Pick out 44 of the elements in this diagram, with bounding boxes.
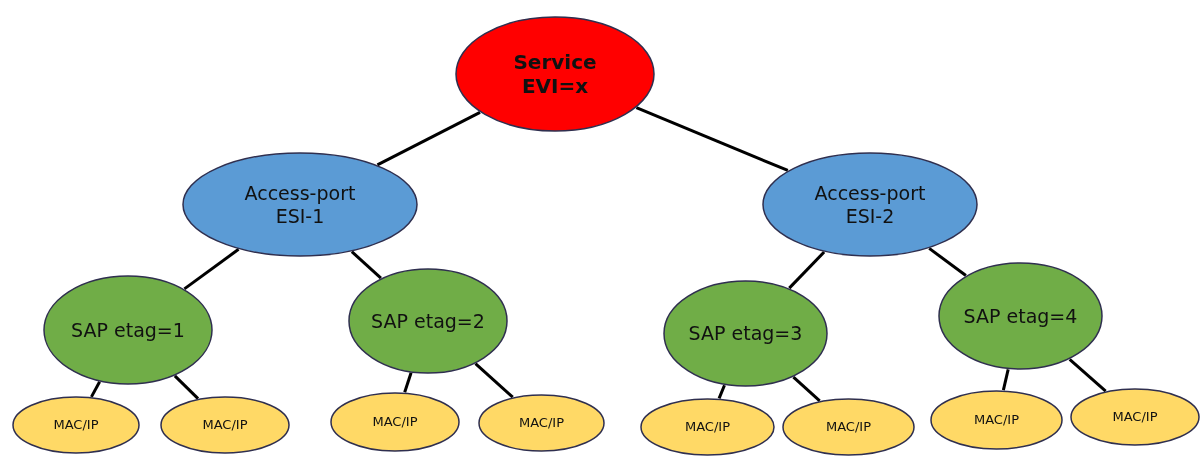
ellipse-node <box>762 152 978 257</box>
ellipse-node <box>12 396 140 454</box>
node-label: MAC/IP <box>826 419 871 435</box>
node-label: MAC/IP <box>372 414 418 430</box>
node-label: MAC/IP <box>519 415 564 431</box>
node-label: MAC/IP <box>53 417 99 433</box>
node-label: MAC/IP <box>1112 409 1158 425</box>
ellipse-node <box>938 262 1103 370</box>
ellipse-node <box>348 268 508 374</box>
connector-line <box>1068 358 1107 393</box>
ellipse-node <box>478 394 605 452</box>
ellipse-node <box>43 275 213 385</box>
connector-line <box>173 374 200 400</box>
node-label: Service EVI=x <box>512 50 598 98</box>
node-label: SAP etag=4 <box>963 304 1078 328</box>
connector-line <box>474 362 514 399</box>
node-label: MAC/IP <box>974 412 1019 428</box>
node-label: SAP etag=1 <box>71 318 185 342</box>
ellipse-node <box>663 280 828 387</box>
ellipse-node <box>640 398 775 456</box>
connector-line <box>1001 369 1010 391</box>
ellipse-node <box>182 152 418 257</box>
ellipse-node <box>330 392 460 452</box>
node-label: SAP etag=3 <box>688 322 803 345</box>
connector-line <box>376 111 481 167</box>
ellipse-node <box>455 16 655 132</box>
node-label: Access-port ESI-1 <box>243 181 357 228</box>
connector-line <box>350 250 382 280</box>
ellipse-node <box>1070 388 1200 446</box>
connector-line <box>635 106 789 172</box>
node-label: MAC/IP <box>202 417 248 433</box>
connector-line <box>717 384 726 399</box>
ellipse-node <box>782 398 915 456</box>
connector-line <box>928 247 967 277</box>
node-label: SAP etag=2 <box>371 309 485 333</box>
node-label: Access-port ESI-2 <box>813 181 927 228</box>
connector-line <box>403 372 413 393</box>
connector-line <box>183 248 240 291</box>
connector-line <box>788 251 826 290</box>
connector-line <box>792 375 821 402</box>
ellipse-node <box>930 390 1063 450</box>
connector-line <box>90 381 101 398</box>
ellipse-node <box>160 396 290 454</box>
node-label: MAC/IP <box>685 419 730 435</box>
